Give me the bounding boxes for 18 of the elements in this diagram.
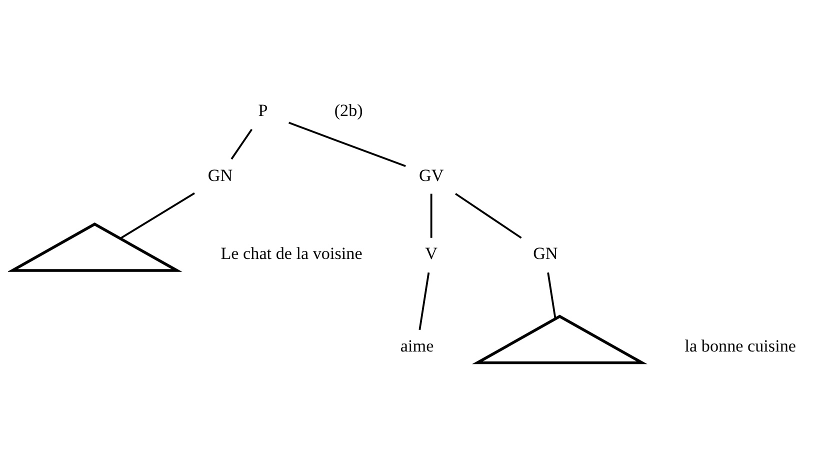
connector bbox=[430, 193, 432, 238]
connector bbox=[455, 192, 522, 238]
node-text: P bbox=[258, 100, 268, 120]
node-text: GV bbox=[418, 165, 444, 184]
node-text: GN bbox=[208, 165, 233, 184]
node-label: la bonne cuisine bbox=[684, 336, 796, 355]
connector bbox=[547, 272, 556, 318]
connector bbox=[120, 192, 195, 239]
connector bbox=[288, 121, 406, 167]
connector bbox=[418, 272, 430, 330]
label: (2b) bbox=[334, 100, 363, 120]
node-text: GN bbox=[533, 244, 558, 263]
node-text: aime bbox=[400, 336, 434, 355]
node-triangle bbox=[472, 314, 648, 364]
connector bbox=[230, 128, 253, 160]
node-label: Le chat de la voisine bbox=[220, 244, 362, 263]
node-text: V bbox=[425, 244, 438, 263]
node-triangle bbox=[8, 222, 182, 272]
